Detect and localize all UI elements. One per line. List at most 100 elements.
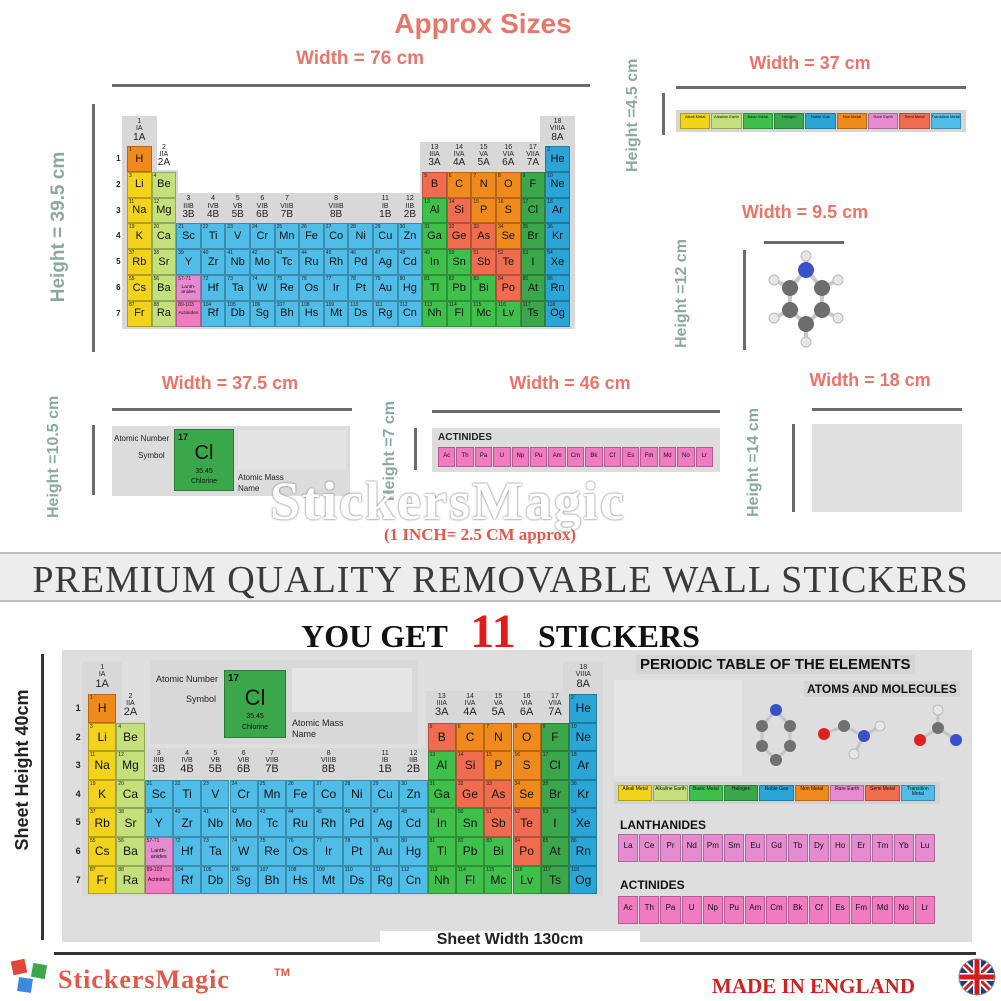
element-number: 3 bbox=[129, 172, 132, 179]
element-number: 4 bbox=[153, 172, 157, 179]
group-label-line: 3 bbox=[186, 195, 191, 203]
you-get-line: YOU GET 11 STICKERS bbox=[0, 604, 1001, 659]
element-number: 9 bbox=[542, 723, 546, 730]
made-in-england: MADE IN ENGLAND bbox=[712, 974, 916, 998]
group-label-line: IIIA bbox=[429, 151, 440, 159]
element-symbol: Re bbox=[279, 281, 294, 294]
series-element-cell: Cm bbox=[566, 447, 585, 467]
element-number: 41 bbox=[227, 250, 233, 257]
key-atomic-number-label: Atomic Number bbox=[114, 434, 170, 443]
element-symbol: Sr bbox=[158, 255, 170, 268]
period-number: 2 bbox=[75, 731, 81, 742]
series-element-cell: U bbox=[493, 447, 511, 467]
group-label-line: VIIB bbox=[280, 202, 294, 210]
sheet-key-mass-label: Atomic Mass bbox=[292, 718, 344, 728]
group-label-line: 2A bbox=[123, 706, 138, 719]
element-number: 73 bbox=[203, 838, 209, 844]
element-number: 106 bbox=[231, 866, 240, 873]
element-number: 76 bbox=[288, 838, 294, 844]
element-symbol: Ba bbox=[123, 844, 138, 859]
key-symbol-label: Symbol bbox=[138, 451, 165, 460]
key-text-block bbox=[238, 430, 346, 470]
element-number: 4 bbox=[118, 723, 122, 730]
element-symbol: Bh bbox=[280, 307, 294, 320]
key-name-label: Name bbox=[238, 484, 260, 493]
element-symbol: Xe bbox=[575, 815, 591, 830]
brand-name: StickersMagic bbox=[58, 965, 230, 994]
group-label-line: 3A bbox=[435, 706, 449, 719]
element-symbol: V bbox=[234, 230, 242, 243]
element-number: 57-71 bbox=[178, 276, 191, 282]
element-symbol: Bi bbox=[478, 281, 489, 294]
element-symbol: Ca bbox=[156, 230, 171, 243]
element-symbol: Sn bbox=[452, 255, 466, 268]
element-symbol: Cd bbox=[402, 255, 417, 268]
element-number: 72 bbox=[174, 838, 181, 844]
element-number: 9 bbox=[522, 172, 526, 179]
main-width-label: Width = 76 cm bbox=[295, 48, 425, 69]
element-number: 116 bbox=[498, 301, 506, 308]
you-get-prefix: YOU GET bbox=[301, 618, 448, 654]
element-number: 29 bbox=[375, 224, 381, 231]
element-number: 77 bbox=[325, 276, 332, 282]
element-number: 50 bbox=[457, 809, 464, 816]
legend-item: Alkali Metal bbox=[618, 785, 653, 801]
element-symbol: N bbox=[479, 178, 488, 191]
legend-item: Noble Gas bbox=[759, 785, 794, 801]
element-symbol: Cr bbox=[256, 230, 269, 243]
series-element-cell: Lu bbox=[914, 834, 935, 862]
element-symbol: At bbox=[549, 844, 561, 859]
series-element-cell: Pu bbox=[530, 447, 548, 467]
element-symbol: Rh bbox=[329, 255, 344, 268]
element-symbol: Sr bbox=[124, 815, 137, 830]
element-symbol: Pd bbox=[349, 815, 365, 830]
element-symbol: Db bbox=[230, 307, 245, 320]
element-symbol: Mt bbox=[321, 872, 336, 887]
element-symbol: Rf bbox=[207, 307, 219, 320]
element-number: 87 bbox=[129, 301, 135, 308]
sheet-key-example-mass: 35.45 bbox=[246, 713, 264, 720]
element-number: 51 bbox=[473, 250, 479, 257]
group-label-line: 7A bbox=[548, 706, 562, 719]
series-element-cell: Pa bbox=[660, 896, 681, 924]
sheet-height-label: Sheet Height 40cm bbox=[12, 689, 32, 851]
element-number: 87 bbox=[90, 866, 96, 873]
element-number: 106 bbox=[252, 301, 261, 308]
element-symbol: P bbox=[480, 204, 488, 217]
element-symbol: He bbox=[550, 152, 565, 165]
element-symbol: Be bbox=[157, 178, 171, 191]
element-symbol: Ds bbox=[349, 872, 365, 887]
sheet-actinides-title: ACTINIDES bbox=[620, 878, 685, 892]
element-symbol: W bbox=[257, 281, 268, 294]
element-symbol: Os bbox=[304, 281, 319, 294]
series-element-cell: Gd bbox=[766, 834, 787, 862]
element-number: 28 bbox=[350, 224, 356, 231]
